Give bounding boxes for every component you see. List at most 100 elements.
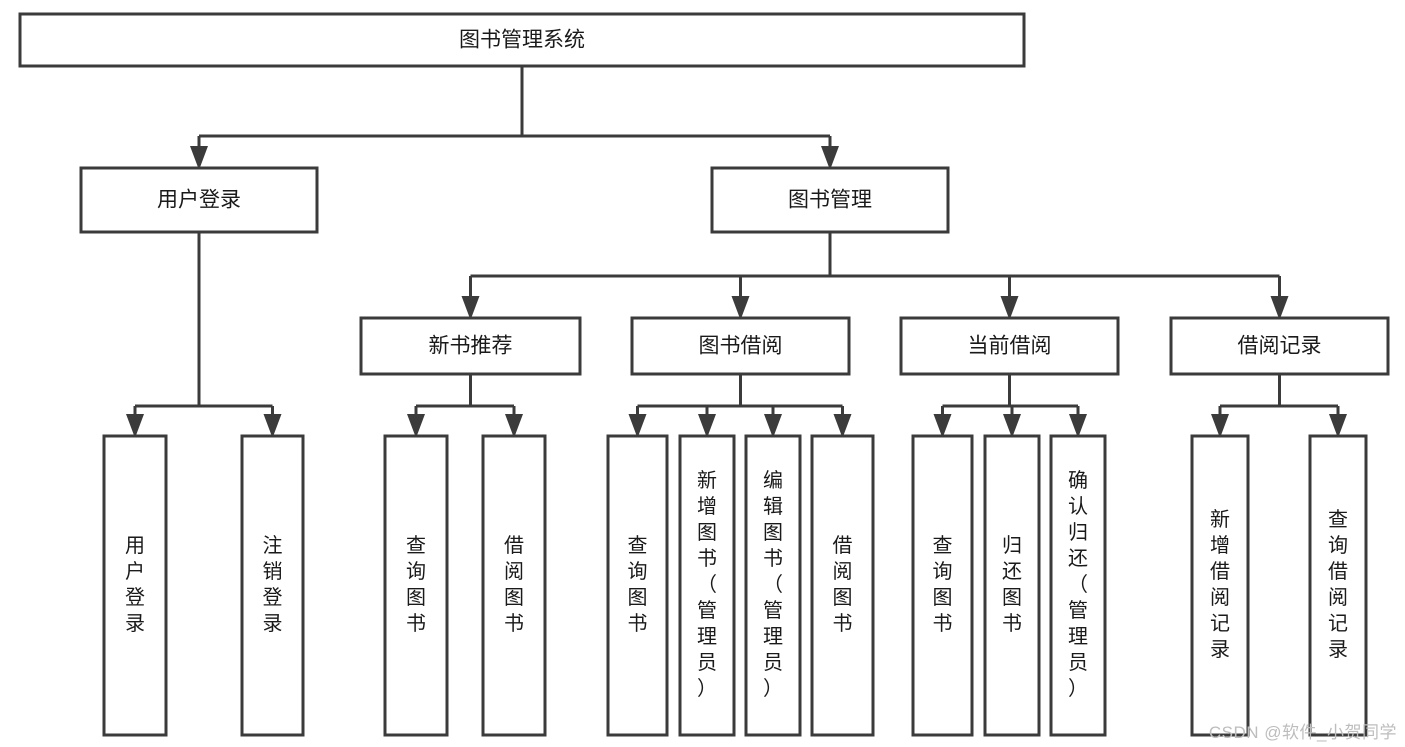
connectors-layer xyxy=(126,66,1347,438)
node-label-char: 书 xyxy=(406,612,426,635)
arrow-head-icon xyxy=(933,414,952,438)
node-label-char: 查 xyxy=(933,534,953,557)
node-图书借阅[interactable]: 图书借阅 xyxy=(630,316,851,376)
node-label-char: 图 xyxy=(1002,587,1022,609)
node-label-char: 销 xyxy=(263,560,283,583)
node-label-char: 借 xyxy=(504,534,524,557)
arrow-head-icon xyxy=(1211,414,1229,438)
node-用户登录-leaf[interactable]: 用户登录 xyxy=(102,434,168,737)
node-图书管理[interactable]: 图书管理 xyxy=(710,166,950,234)
arrow-head-icon xyxy=(821,146,839,170)
node-box xyxy=(710,166,950,234)
connector-group xyxy=(628,374,852,438)
node-label: 图书借阅 xyxy=(699,335,783,358)
node-label-char: 登 xyxy=(263,586,283,609)
arrow-head-icon xyxy=(628,414,647,438)
node-label-char: 还 xyxy=(1002,560,1022,583)
node-label: 借阅记录 xyxy=(1238,335,1322,358)
arrow-head-icon xyxy=(461,296,480,320)
node-新书推荐[interactable]: 新书推荐 xyxy=(359,316,582,376)
node-用户登录[interactable]: 用户登录 xyxy=(79,166,319,234)
node-图书管理系统[interactable]: 图书管理系统 xyxy=(18,12,1026,68)
node-label-char: 理 xyxy=(763,626,783,648)
node-label: 图书管理系统 xyxy=(459,29,585,52)
arrow-head-icon xyxy=(190,146,208,170)
arrow-head-icon xyxy=(833,414,852,438)
node-label-char: 户 xyxy=(125,560,145,583)
node-label-char: 还 xyxy=(1068,547,1088,570)
arrow-head-icon xyxy=(1000,296,1019,320)
node-label-char: 书 xyxy=(833,612,853,635)
node-label-char: 阅 xyxy=(504,560,524,583)
node-label-char: 书 xyxy=(504,612,524,635)
node-label-char: 书 xyxy=(628,612,648,635)
node-box xyxy=(810,434,875,737)
node-label: 用户登录 xyxy=(157,189,241,212)
node-label-char: 图 xyxy=(406,587,426,609)
node-label-char: 辑 xyxy=(763,495,783,518)
node-label-char: 归 xyxy=(1068,521,1088,544)
node-借阅记录[interactable]: 借阅记录 xyxy=(1169,316,1390,376)
node-label-char: ） xyxy=(697,677,717,700)
node-label-char: （ xyxy=(1068,573,1088,596)
arrow-head-icon xyxy=(1069,414,1087,438)
node-label-char: 询 xyxy=(628,560,648,583)
node-label: 新书推荐 xyxy=(429,335,513,358)
node-label-char: 员 xyxy=(697,652,717,674)
node-box xyxy=(359,316,582,376)
node-label-char: 图 xyxy=(504,587,524,609)
node-label-char: 图 xyxy=(763,522,783,544)
node-box xyxy=(606,434,669,737)
node-box xyxy=(1049,434,1107,737)
node-box xyxy=(899,316,1120,376)
node-box xyxy=(240,434,305,737)
node-label-char: 增 xyxy=(697,495,717,518)
node-box xyxy=(630,316,851,376)
node-label-char: 阅 xyxy=(1328,586,1348,609)
node-label-char: 员 xyxy=(763,652,783,674)
node-box xyxy=(1308,434,1368,737)
node-label-char: 书 xyxy=(697,547,717,570)
node-box xyxy=(1169,316,1390,376)
node-label-char: 理 xyxy=(697,626,717,648)
node-label-char: 录 xyxy=(125,613,145,635)
node-label-char: 借 xyxy=(1210,560,1230,583)
node-label-char: 管 xyxy=(1068,599,1088,622)
node-box xyxy=(983,434,1041,737)
node-label-char: 查 xyxy=(628,534,648,557)
connector-group xyxy=(190,66,839,170)
node-box xyxy=(678,434,736,737)
node-label-char: 图 xyxy=(697,522,717,544)
node-label-char: （ xyxy=(697,573,717,596)
node-label-char: 书 xyxy=(1002,612,1022,635)
arrow-head-icon xyxy=(126,414,144,438)
node-box xyxy=(79,166,319,234)
node-当前借阅[interactable]: 当前借阅 xyxy=(899,316,1120,376)
node-label-char: 认 xyxy=(1068,495,1088,518)
connector-group xyxy=(461,232,1289,320)
node-label-char: 记 xyxy=(1210,612,1230,635)
node-label-char: 询 xyxy=(1328,534,1348,557)
node-label-char: 管 xyxy=(763,599,783,622)
node-label-char: 询 xyxy=(933,560,953,583)
node-box xyxy=(481,434,547,737)
node-box xyxy=(102,434,168,737)
arrow-head-icon xyxy=(698,414,716,438)
node-label-char: 增 xyxy=(1210,534,1230,557)
node-label-char: 录 xyxy=(1210,639,1230,661)
node-label-char: 登 xyxy=(125,586,145,609)
